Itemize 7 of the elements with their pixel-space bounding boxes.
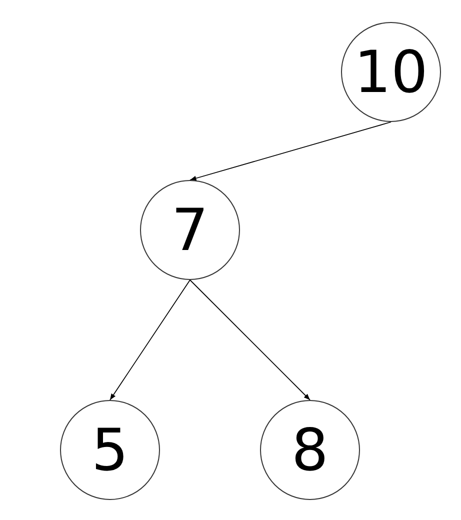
arrow <box>190 280 310 400</box>
node-value: 5 <box>92 421 128 479</box>
node-value: 7 <box>172 201 208 259</box>
node-value: 8 <box>292 421 328 479</box>
arrow <box>110 280 190 400</box>
arrow <box>190 122 392 181</box>
node-value: 10 <box>354 43 428 101</box>
